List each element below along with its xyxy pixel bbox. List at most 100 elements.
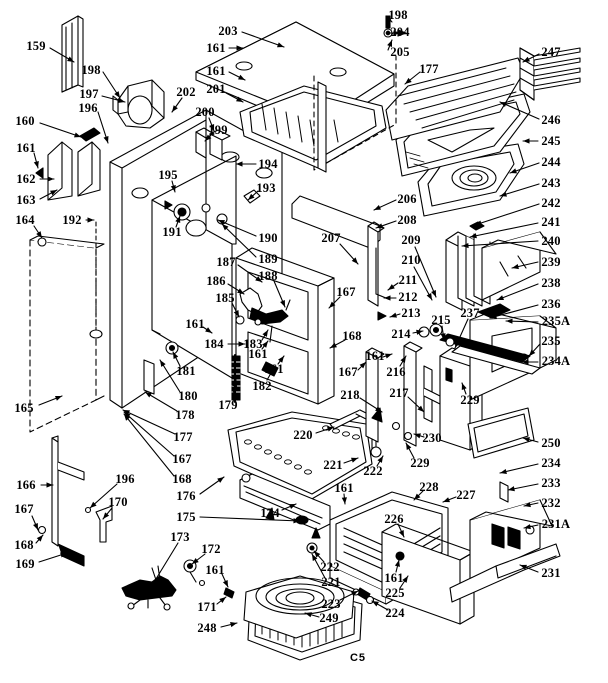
leader-arrow-199 [205,134,212,141]
leader-arrow-200 [209,123,215,131]
part-165-left-panel [29,235,105,433]
leader-arrow-207 [351,257,358,264]
leader-arrow-165 [54,395,62,401]
leader-arrow-203 [277,42,284,48]
callout-249: 249 [319,610,339,625]
callout-198: 198 [388,7,408,22]
callout-203: 203 [218,23,238,38]
leader-177 [122,409,176,435]
leader-arrow-160 [74,132,81,138]
leader-arrow-220 [327,426,334,432]
leader-arrow-169 [60,552,67,558]
callout-233: 233 [541,475,561,490]
leader-arrow-161 [262,341,268,348]
parts-238-241-door-stack [445,221,557,311]
leader-arrow-229 [461,383,467,390]
part-202-blower-housing [112,79,165,129]
leader-arrow-236 [490,313,497,319]
callout-166: 166 [16,477,36,492]
callout-193: 193 [256,180,276,195]
leader-arrow-243 [500,191,507,197]
callout-183: 183 [243,336,263,351]
leader-242 [474,203,540,226]
leader-175 [199,516,301,522]
leader-168 [123,413,175,477]
parts-231-234-lower-door [381,481,561,625]
leader-arrow-161 [205,327,212,333]
callout-239: 239 [541,254,561,269]
leader-arrow-178 [145,392,152,398]
part-166-rail [37,435,85,567]
callout-228: 228 [419,479,439,494]
callout-229: 229 [410,455,430,470]
callout-192: 192 [62,212,82,227]
callout-250: 250 [541,435,561,450]
leader-arrow-188 [280,300,285,307]
callout-205: 205 [390,44,410,59]
leader-arrow-196 [90,501,97,508]
callout-220: 220 [293,427,313,442]
leader-arrow-246 [500,102,507,107]
callout-242: 242 [541,195,561,210]
leader-arrow-231A [524,524,531,530]
leader-arrow-173 [148,585,154,592]
callout-210: 210 [401,252,421,267]
callout-241: 241 [541,214,561,229]
leader-arrow-171 [219,597,226,604]
leader-arrow-234A [522,359,529,365]
callout-165: 165 [14,400,34,415]
callout-168: 168 [342,328,362,343]
leader-arrow-239 [512,264,519,270]
callout-199: 199 [208,122,228,137]
leader-arrow-228 [414,493,421,500]
callout-173: 173 [170,529,190,544]
callout-160: 160 [15,113,35,128]
callout-163: 163 [16,192,36,207]
callout-222: 222 [363,463,383,478]
callout-159: 159 [26,38,46,53]
leader-arrow-184 [238,341,245,347]
leader-arrow-221 [351,457,358,463]
leader-arrow-192 [87,217,94,223]
callout-161: 161 [206,63,226,78]
leader-arrow-201 [236,96,243,102]
callout-194: 194 [258,156,278,171]
callout-234: 234 [541,455,561,470]
leader-arrow-232 [524,502,531,508]
leader-arrow-229 [406,443,412,450]
leader-arrow-198 [114,91,120,98]
page-code-footer: C5 [349,652,367,664]
callout-161: 161 [185,316,205,331]
callout-222: 222 [320,559,340,574]
leader-arrow-235 [529,349,536,356]
callout-213: 213 [401,305,421,320]
callout-167: 167 [338,364,358,379]
leader-arrow-237 [455,341,461,348]
leader-240 [461,240,539,247]
callout-198: 198 [81,62,101,77]
part-248-249-burner [243,575,363,661]
callout-191: 191 [162,224,182,239]
callout-167: 167 [336,284,356,299]
callout-164: 164 [15,212,35,227]
callout-161: 161 [205,562,225,577]
callout-244: 244 [541,154,561,169]
callout-243: 243 [541,175,561,190]
leader-arrow-168 [36,535,43,542]
leader-arrow-245 [523,138,530,144]
leader-arrow-221 [312,554,318,561]
leader-arrow-217 [417,405,424,412]
leader-arrow-205 [387,40,392,48]
callout-172: 172 [201,541,221,556]
leader-arrow-175 [293,518,300,524]
leader-arrow-222 [314,551,321,558]
leader-arrow-224 [372,601,379,607]
leader-arrow-179 [232,380,238,387]
callout-237: 237 [460,305,480,320]
leader-arrow-161 [236,45,243,51]
callout-232: 232 [541,495,561,510]
callout-187: 187 [216,254,236,269]
part-250-window-frame [467,407,535,459]
